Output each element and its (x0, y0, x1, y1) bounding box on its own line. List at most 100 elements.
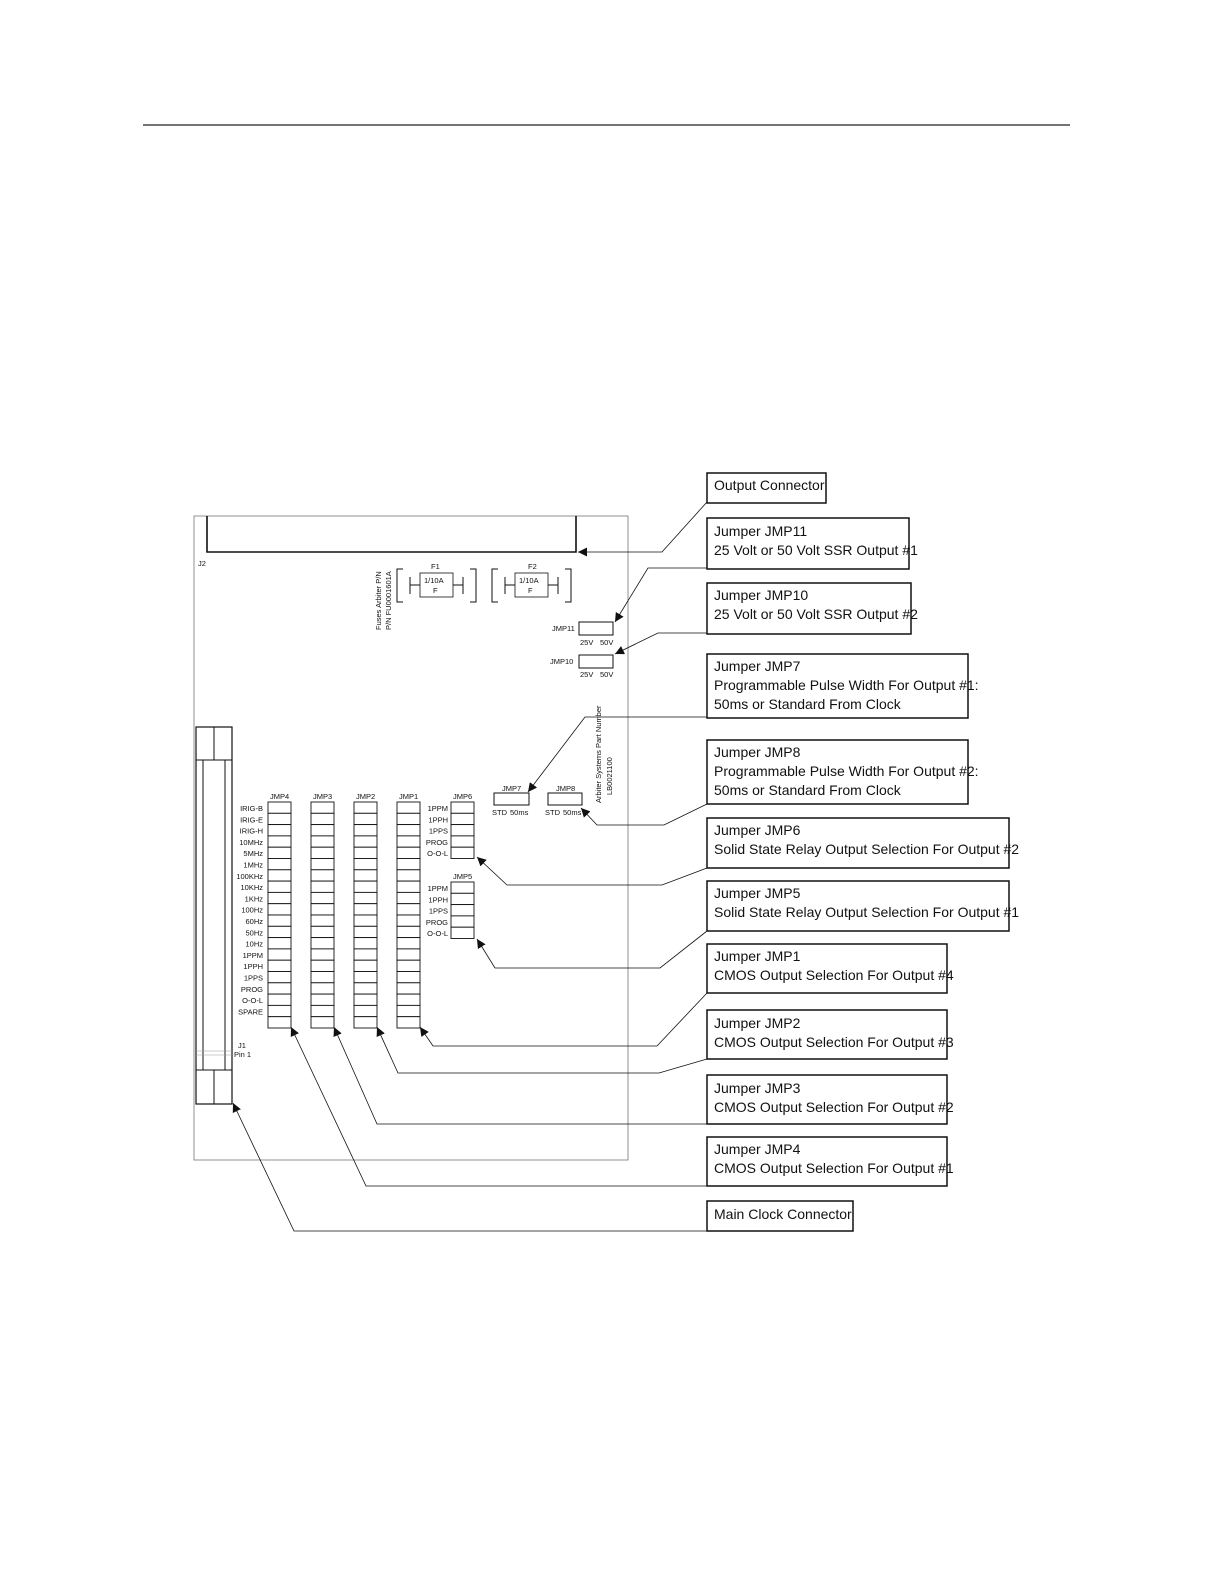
row-label: 1PPM (243, 951, 263, 960)
jumper-pin-cell (267, 971, 292, 984)
jumper-pin-cell (310, 812, 335, 826)
row-label: 60Hz (245, 917, 263, 926)
callout-jmp3-line1: Jumper JMP3 (714, 1080, 801, 1096)
callout-output-connector: Output Connector (706, 472, 827, 504)
callout-jmp11-line2: 25 Volt or 50 Volt SSR Output #1 (714, 542, 918, 558)
leader-jmp10 (614, 632, 707, 655)
leader-lines (232, 501, 708, 1232)
jumper-pin-cell (267, 812, 292, 826)
callout-jmp10: Jumper JMP10 25 Volt or 50 Volt SSR Outp… (706, 582, 918, 635)
leader-jmp2 (376, 1026, 708, 1074)
cmos-jumper-columns (267, 801, 475, 1029)
fuse-note-line2: P/N FU0001601A (384, 571, 393, 630)
header-jmp3: JMP3 (313, 792, 332, 801)
row-label: 1PPS (429, 907, 448, 916)
header-jmp2: JMP2 (356, 792, 375, 801)
jumper-pin-cell (450, 835, 475, 848)
jumper-pin-cell (450, 846, 475, 859)
jumper-pin-cell (310, 959, 335, 972)
jumper-pin-cell (396, 846, 421, 859)
jmp11-right: 50V (600, 638, 613, 647)
callout-jmp4-line1: Jumper JMP4 (714, 1141, 801, 1157)
jumper-pin-cell (267, 846, 292, 859)
row-label: 1PPH (428, 895, 448, 904)
jumper-pin-cell (267, 903, 292, 916)
row-label: IRIG-H (240, 827, 263, 836)
j2-label: J2 (198, 559, 206, 568)
header-jmp4: JMP4 (270, 792, 289, 801)
callout-jmp5-line2: Solid State Relay Output Selection For O… (714, 904, 1019, 920)
part-number-line2: LB0021100 (605, 757, 614, 795)
callout-jmp8-line3: 50ms or Standard From Clock (714, 782, 902, 798)
fuse-f2-type: F (528, 586, 533, 595)
header-jmp6: JMP6 (453, 792, 472, 801)
jmp1-column (396, 801, 421, 1029)
jumper-pin-cell (310, 925, 335, 939)
jumper-pin-cell (396, 993, 421, 1006)
jmp7-right: 50ms (510, 808, 529, 817)
pin1-label: Pin 1 (234, 1050, 251, 1059)
jumper-pin-cell (353, 948, 378, 961)
jumper-pin-cell (353, 937, 378, 950)
row-label: 10KHz (240, 883, 263, 892)
row-label: SPARE (238, 1007, 263, 1016)
callout-jmp1-line2: CMOS Output Selection For Output #4 (714, 967, 954, 983)
jumper-pin-cell (396, 824, 421, 837)
jumper-pin-cell (310, 801, 335, 814)
leader-jmp6 (476, 856, 708, 886)
jumper-pin-cell (353, 1004, 378, 1018)
jmp7-board-label: JMP7 (502, 784, 521, 793)
callout-jmp5-line1: Jumper JMP5 (714, 885, 801, 901)
jmp10-board-label: JMP10 (550, 657, 573, 666)
jumper-pin-cell (310, 846, 335, 859)
jumper-pin-cell (396, 812, 421, 826)
fuse-f2-rating: 1/10A (519, 576, 539, 585)
jumper-pin-cell (353, 869, 378, 882)
jumper-pin-cell (396, 948, 421, 961)
jumper-pin-cell (267, 948, 292, 961)
row-label: 1PPS (429, 827, 448, 836)
jmp8-left: STD (545, 808, 561, 817)
callout-main-clock-connector-line1: Main Clock Connector (714, 1206, 852, 1222)
callout-jmp7: Jumper JMP7 Programmable Pulse Width For… (706, 653, 979, 719)
jumper-pin-cell (396, 858, 421, 871)
callout-jmp5: Jumper JMP5 Solid State Relay Output Sel… (706, 880, 1019, 932)
jmp4-column (267, 801, 292, 1029)
jumper-pin-cell (310, 891, 335, 905)
jumper-pin-cell (267, 869, 292, 882)
jumper-pin-cell (267, 1016, 292, 1029)
row-label: 50Hz (245, 928, 263, 937)
main-clock-connector-j1: J1 Pin 1 (195, 726, 251, 1105)
jumper-pin-cell (267, 880, 292, 893)
jumper-pin-cell (353, 891, 378, 905)
row-label: 1MHz (243, 861, 263, 870)
jumper-pin-cell (353, 903, 378, 916)
leader-jmp8 (580, 803, 708, 826)
header-jmp1: JMP1 (399, 792, 418, 801)
jumper-pin-cell (396, 925, 421, 939)
leader-jmp1 (419, 992, 708, 1047)
jumper-pin-cell (450, 812, 475, 826)
jumper-pin-cell (396, 959, 421, 972)
callout-jmp11-line1: Jumper JMP11 (714, 523, 807, 539)
jumper-pin-cell (353, 971, 378, 984)
jumper-pin-cell (310, 869, 335, 882)
jmp7-left: STD (492, 808, 508, 817)
header-jmp5: JMP5 (453, 872, 472, 881)
board-outline (193, 515, 629, 1161)
fuse-f1-name: F1 (431, 562, 440, 571)
row-label: 1PPH (243, 962, 263, 971)
jumper-pin-cell (310, 880, 335, 893)
jumper-pin-cell (267, 835, 292, 848)
jumper-pin-cell (310, 993, 335, 1006)
jumper-pin-cell (396, 891, 421, 905)
jumper-pin-cell (396, 982, 421, 995)
callout-jmp11: Jumper JMP11 25 Volt or 50 Volt SSR Outp… (706, 517, 918, 570)
leader-jmp3 (333, 1026, 707, 1125)
callout-jmp7-line3: 50ms or Standard From Clock (714, 696, 902, 712)
callout-jmp7-line2: Programmable Pulse Width For Output #1: (714, 677, 979, 693)
row-label: O-O-L (427, 849, 448, 858)
part-number-line1: Arbiter Systems Part Number (594, 705, 603, 803)
callout-jmp2-line2: CMOS Output Selection For Output #3 (714, 1034, 954, 1050)
